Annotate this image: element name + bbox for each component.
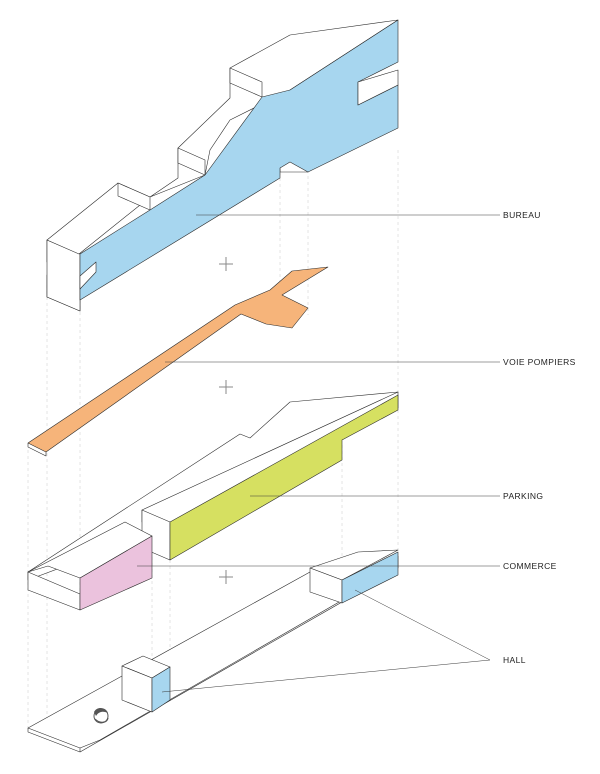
- bureau-volume: [46, 19, 399, 312]
- plus-icon: [219, 380, 233, 394]
- labels: BUREAU VOIE POMPIERS PARKING COMMERCE HA…: [503, 210, 576, 665]
- hall-west-face: [151, 666, 171, 713]
- plus-icon: [219, 570, 233, 584]
- bureau-face: [79, 19, 399, 301]
- label-voie-pompiers: VOIE POMPIERS: [503, 357, 576, 367]
- leader-lines: [137, 214, 500, 693]
- parking-face: [169, 394, 399, 561]
- plus-separators: [219, 257, 233, 584]
- commerce-volume: [27, 521, 153, 611]
- commerce-face: [79, 535, 153, 611]
- label-bureau: BUREAU: [503, 210, 541, 220]
- label-commerce: COMMERCE: [503, 561, 557, 571]
- north-arrow-icon: [93, 707, 109, 724]
- label-parking: PARKING: [503, 491, 543, 501]
- plus-icon: [219, 257, 233, 271]
- label-hall: HALL: [503, 655, 526, 665]
- voie-pompiers-face: [27, 266, 329, 453]
- voie-pompiers-slab: [27, 266, 329, 457]
